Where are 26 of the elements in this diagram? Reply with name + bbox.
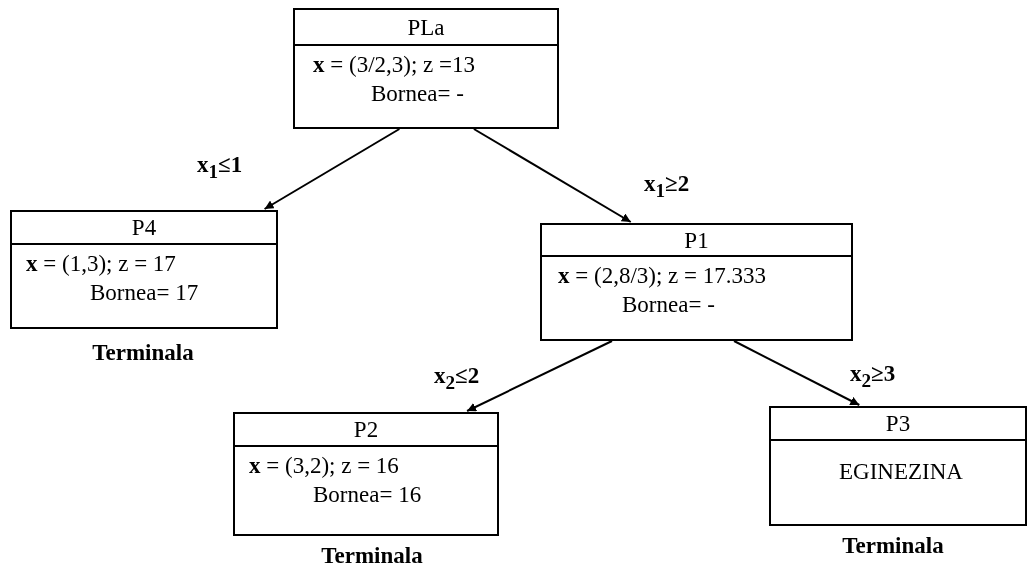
node-text: x = (3/2,3); z =13 (313, 51, 475, 79)
node-box (769, 406, 1027, 526)
arrow (472, 128, 632, 223)
node-text: Bornea= - (371, 80, 464, 108)
arrow (466, 340, 613, 412)
node-text: Bornea= 16 (313, 481, 422, 509)
node-caption: Terminala (92, 340, 194, 366)
node-caption: Terminala (321, 543, 423, 569)
node-text: EGINEZINA (839, 458, 963, 486)
node-box (540, 223, 853, 341)
arrow (263, 128, 401, 210)
arrow (733, 340, 861, 406)
node-text: x = (1,3); z = 17 (26, 250, 176, 278)
node-title: PLa (407, 15, 445, 39)
node-box (293, 8, 559, 129)
node-title: P3 (885, 412, 911, 435)
node-box (10, 210, 278, 329)
node-box (233, 412, 499, 536)
node-title: P2 (353, 418, 379, 441)
node-title: P1 (684, 228, 709, 252)
node-text: x = (2,8/3); z = 17.333 (558, 262, 766, 290)
node-text: Bornea= 17 (90, 279, 199, 307)
node-caption: Terminala (842, 533, 944, 559)
node-text: Bornea= - (622, 291, 715, 319)
node-title: P4 (131, 216, 157, 239)
node-text: x = (3,2); z = 16 (249, 452, 399, 480)
